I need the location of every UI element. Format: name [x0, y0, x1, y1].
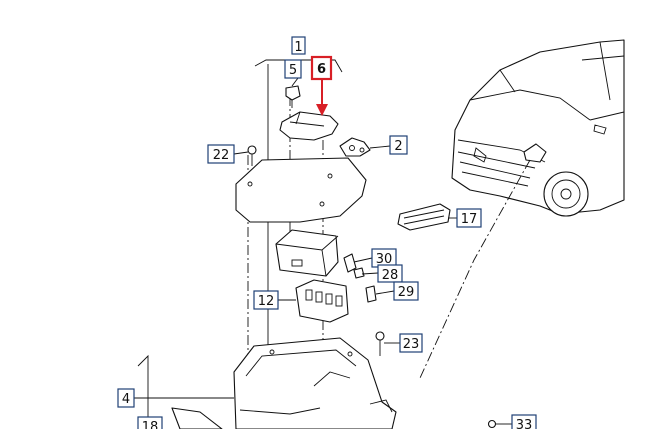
relay-box — [275, 229, 339, 277]
callout-6-highlighted[interactable]: 6 — [310, 55, 333, 81]
callout-2[interactable]: 2 — [389, 135, 408, 155]
callout-5[interactable]: 5 — [284, 59, 302, 79]
part-12-fuse-holder — [295, 279, 349, 323]
callout-12[interactable]: 12 — [253, 290, 279, 310]
callout-33[interactable]: 33 — [511, 414, 537, 429]
callout-17[interactable]: 17 — [456, 208, 482, 228]
part-22-screw — [247, 145, 257, 166]
svg-text:30: 30 — [376, 252, 393, 267]
svg-text:28: 28 — [382, 268, 399, 283]
part-17-switch-panel — [397, 203, 451, 231]
callout-29[interactable]: 29 — [393, 281, 419, 301]
part-4-lower-housing — [233, 337, 397, 429]
svg-text:29: 29 — [398, 285, 415, 300]
leader-29 — [375, 290, 395, 295]
leader-28 — [361, 272, 379, 275]
callout-1[interactable]: 1 — [291, 36, 306, 55]
leader-5 — [291, 77, 299, 87]
leader-2 — [369, 145, 391, 149]
fuse-30 — [343, 253, 357, 273]
part-23-screw — [375, 331, 385, 356]
van-illustration — [451, 39, 625, 217]
svg-text:23: 23 — [403, 337, 420, 352]
svg-text:2: 2 — [394, 139, 402, 154]
leader-22 — [233, 151, 249, 155]
leader-30 — [353, 257, 373, 263]
fuse-29 — [365, 285, 377, 303]
part-33-nut — [487, 419, 497, 429]
svg-text:6: 6 — [317, 62, 326, 77]
part-5-clip — [285, 85, 301, 108]
highlight-arrow-head — [316, 104, 328, 116]
callout-23[interactable]: 23 — [399, 333, 423, 353]
fuse-28 — [353, 267, 365, 279]
svg-text:18: 18 — [142, 420, 159, 429]
leader-4 — [137, 354, 149, 429]
mounting-plate — [235, 157, 367, 223]
svg-text:33: 33 — [516, 418, 533, 429]
callout-4[interactable]: 4 — [117, 388, 135, 408]
svg-text:5: 5 — [289, 63, 297, 78]
callout-28[interactable]: 28 — [377, 264, 403, 283]
leader-headlight — [419, 159, 531, 379]
callout-18[interactable]: 18 — [137, 416, 163, 429]
callout-30[interactable]: 30 — [371, 248, 397, 268]
svg-text:12: 12 — [258, 294, 275, 309]
part-18-bracket — [171, 407, 223, 429]
svg-text:1: 1 — [294, 40, 302, 55]
svg-text:22: 22 — [213, 148, 230, 163]
callout-22[interactable]: 22 — [207, 144, 235, 164]
part-6-control-module — [279, 111, 339, 141]
svg-text:4: 4 — [122, 392, 130, 407]
part-2-connector — [339, 137, 371, 157]
svg-text:17: 17 — [461, 212, 478, 227]
